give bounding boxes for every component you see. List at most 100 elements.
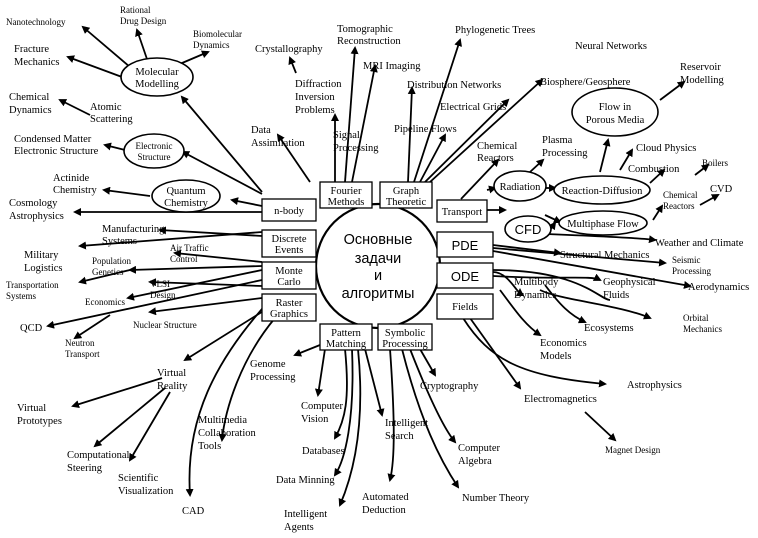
label-magnet: Magnet Design <box>605 445 661 455</box>
label-compsteer-2: Steering <box>67 463 103 474</box>
label-population-1: Population <box>92 256 132 266</box>
label-plasma-2: Processing <box>542 148 588 159</box>
boxes-pattern1: Pattern <box>331 328 361 339</box>
box-pde: PDE <box>436 231 494 258</box>
label-manufacturing-2: Systems <box>102 236 137 247</box>
label-atomic-1: Atomic <box>90 102 122 113</box>
label-astrophysics: Astrophysics <box>627 380 682 391</box>
label-dataassim-2: Assimilation <box>251 138 305 149</box>
label-tomo-1: Tomographic <box>337 24 393 35</box>
label-signal-2: Processing <box>333 143 379 154</box>
label-compvision-2: Vision <box>301 414 329 425</box>
box-graph-theoretic: Graph Theoretic <box>379 181 433 209</box>
label-chemreact-3: Chemical <box>663 190 698 200</box>
label-signal-1: Signal <box>333 130 360 141</box>
label-tomo-2: Reconstruction <box>337 36 401 47</box>
boxes-raster1: Raster <box>276 298 303 309</box>
label-geophys-2: Fluids <box>603 290 629 301</box>
box-ode: ODE <box>436 262 494 289</box>
boxes-graph2: Theoretic <box>386 197 427 208</box>
label-biomol-1: Biomolecular <box>193 29 242 39</box>
label-compsteer-1: Computational <box>67 450 129 461</box>
label-cosmology-1: Cosmology <box>9 198 58 209</box>
boxes-pattern2: Matching <box>326 339 367 350</box>
label-combustion: Combustion <box>628 164 680 175</box>
center-line-4: алгоритмы <box>342 286 415 302</box>
ellipse-quantum-chemistry: Quantum Chemistry <box>151 179 221 213</box>
label-airtraffic-2: Control <box>170 254 198 264</box>
ellipses-quantum1: Quantum <box>166 186 205 197</box>
label-transportation-1: Transportation <box>6 280 59 290</box>
label-nuclear: Nuclear Structure <box>133 320 197 330</box>
method-boxes: n-body Discrete Events Monte Carlo Raste… <box>261 181 494 351</box>
boxes-pde: PDE <box>452 238 479 253</box>
label-isearch-1: Intelligent <box>385 418 428 429</box>
label-nanotechnology: Nanotechnology <box>6 17 66 27</box>
label-mri: MRI Imaging <box>363 61 421 72</box>
box-monte-carlo: Monte Carlo <box>261 261 317 290</box>
label-rational-1: Rational <box>120 5 151 15</box>
label-multimedia-3: Tools <box>198 441 221 452</box>
boxes-discrete2: Events <box>275 245 304 256</box>
label-agents-2: Agents <box>284 522 314 533</box>
ellipse-radiation: Radiation <box>493 170 547 202</box>
label-condensed-2: Electronic Structure <box>14 146 99 157</box>
label-cryptography: Cryptography <box>420 381 479 392</box>
label-vlsi-2: Design <box>150 290 176 300</box>
label-chemreact-1: Chemical <box>477 141 517 152</box>
label-compalg-1: Computer <box>458 443 500 454</box>
boxes-discrete1: Discrete <box>272 234 307 245</box>
boxes-ode: ODE <box>451 269 480 284</box>
label-transportation-2: Systems <box>6 291 37 301</box>
ellipse-multiphase-flow: Multiphase Flow <box>558 210 648 236</box>
label-cosmology-2: Astrophysics <box>9 211 64 222</box>
label-multibody-1: Multibody <box>514 277 559 288</box>
label-military-1: Military <box>24 250 59 261</box>
label-vr-2: Reality <box>157 381 188 392</box>
boxes-monte1: Monte <box>275 266 303 277</box>
label-pipeline: Pipeline Flows <box>394 124 457 135</box>
label-vlsi-1: VLSI <box>150 279 170 289</box>
label-isearch-2: Search <box>385 431 414 442</box>
label-databases: Databases <box>302 446 345 457</box>
label-neutron-1: Neutron <box>65 338 95 348</box>
box-pattern-matching: Pattern Matching <box>319 323 373 351</box>
boxes-nbody: n-body <box>274 206 304 217</box>
label-elecgrids: Electrical Grids <box>440 102 506 113</box>
label-structmech: Structural Mechanics <box>560 250 650 261</box>
label-chemreact-2: Reactors <box>477 153 514 164</box>
label-chemdyn-2: Dynamics <box>9 105 52 116</box>
box-fourier-methods: Fourier Methods <box>319 181 373 209</box>
label-plasma-1: Plasma <box>542 135 573 146</box>
label-multimedia-1: Multimedia <box>198 415 247 426</box>
box-raster-graphics: Raster Graphics <box>261 293 317 322</box>
label-orbital-2: Mechanics <box>683 324 722 334</box>
label-actinide-2: Chemistry <box>53 185 97 196</box>
boxes-symbolic1: Symbolic <box>385 328 426 339</box>
label-neutron-2: Transport <box>65 349 100 359</box>
label-chemreact-4: Reactors <box>663 201 695 211</box>
ellipses-radiation: Radiation <box>500 182 542 193</box>
ellipses-molecular2: Modelling <box>135 79 179 90</box>
label-orbital-1: Orbital <box>683 313 709 323</box>
label-cloud: Cloud Physics <box>636 143 696 154</box>
label-biomol-2: Dynamics <box>193 40 230 50</box>
label-manufacturing-1: Manufacturing <box>102 224 165 235</box>
label-reservoir-1: Reservoir <box>680 62 721 73</box>
label-genome-2: Processing <box>250 372 296 383</box>
label-econmodels-2: Models <box>540 351 572 362</box>
label-biosphere: Biosphere/Geosphere <box>540 77 631 88</box>
center-line-1: Основные <box>344 232 413 248</box>
center-line-3: и <box>374 268 382 284</box>
label-boilers: Boilers <box>702 158 728 168</box>
label-genome-1: Genome <box>250 359 286 370</box>
label-condensed-1: Condensed Matter <box>14 134 92 145</box>
label-seismic-1: Seismic <box>672 255 701 265</box>
label-economics: Economics <box>85 297 125 307</box>
label-military-2: Logistics <box>24 263 63 274</box>
label-population-2: Genetics <box>92 267 124 277</box>
label-geophys-1: Geophysical <box>603 277 656 288</box>
label-aerodynamics: Aerodynamics <box>688 282 749 293</box>
